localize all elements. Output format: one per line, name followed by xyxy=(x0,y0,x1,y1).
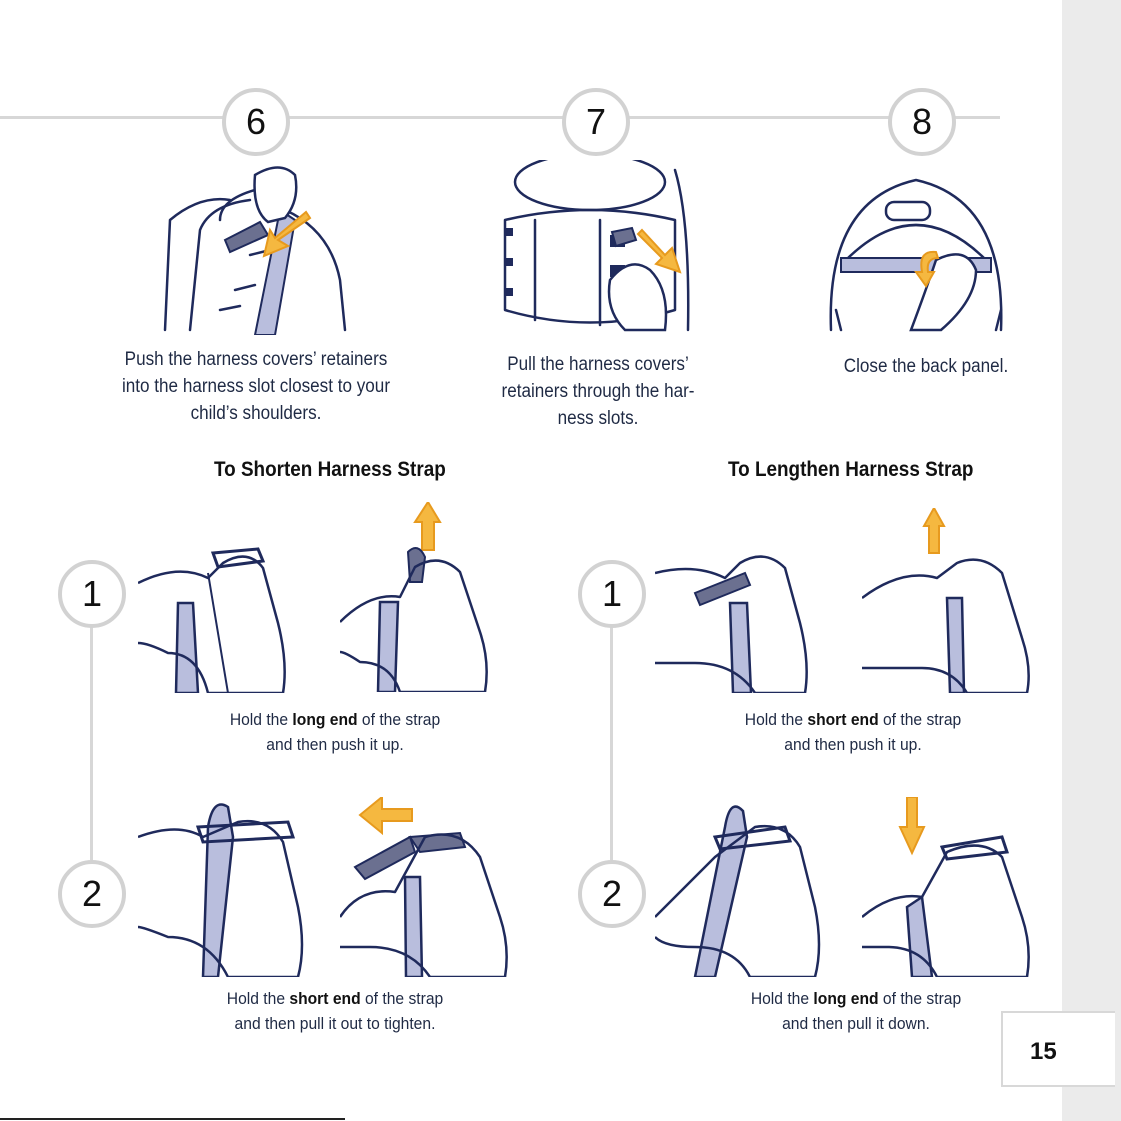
page-number: 15 xyxy=(1030,1038,1057,1065)
step-7-caption: Pull the harness covers’ retainers throu… xyxy=(501,354,695,429)
illustration-step-6 xyxy=(163,166,347,335)
lengthen-step-1-badge: 1 xyxy=(578,560,646,628)
lengthen-step-1-caption: Hold the short end of the strap and then… xyxy=(744,710,962,754)
lengthen-heading: To Lengthen Harness Strap xyxy=(728,458,974,481)
shorten-step-2-caption: Hold the short end of the strap and then… xyxy=(226,989,444,1033)
shorten-connector-line xyxy=(90,625,93,860)
illustration-lengthen-1a xyxy=(655,555,808,693)
step-6-badge: 6 xyxy=(222,88,290,156)
step-8-caption: Close the back panel. xyxy=(843,356,1009,377)
illustration-shorten-2a xyxy=(138,803,304,977)
shorten-heading: To Shorten Harness Strap xyxy=(214,458,446,481)
page-number-box xyxy=(1001,1011,1115,1087)
shorten-step-2-badge: 2 xyxy=(58,860,126,928)
shorten-step-1-caption: Hold the long end of the strap and then … xyxy=(229,710,441,754)
illustration-lengthen-1b xyxy=(862,508,1030,693)
shorten-step-1-badge: 1 xyxy=(58,560,126,628)
illustration-lengthen-2a xyxy=(655,805,821,977)
illustration-step-7 xyxy=(503,160,690,332)
step-6-caption: Push the harness covers’ retainers into … xyxy=(121,349,391,424)
lengthen-connector-line xyxy=(610,625,613,860)
bottom-rule xyxy=(0,1118,345,1120)
step-connector-line xyxy=(0,116,1000,119)
step-7-badge: 7 xyxy=(562,88,630,156)
lengthen-step-2-caption: Hold the long end of the strap and then … xyxy=(750,989,962,1033)
step-8-badge: 8 xyxy=(888,88,956,156)
side-strip xyxy=(1062,0,1121,1121)
illustration-step-8 xyxy=(829,178,1003,332)
illustration-lengthen-2b xyxy=(862,797,1030,977)
lengthen-step-2-badge: 2 xyxy=(578,860,646,928)
illustration-shorten-2b xyxy=(340,797,508,977)
illustration-shorten-1b xyxy=(340,502,488,692)
illustration-shorten-1a xyxy=(138,547,286,693)
